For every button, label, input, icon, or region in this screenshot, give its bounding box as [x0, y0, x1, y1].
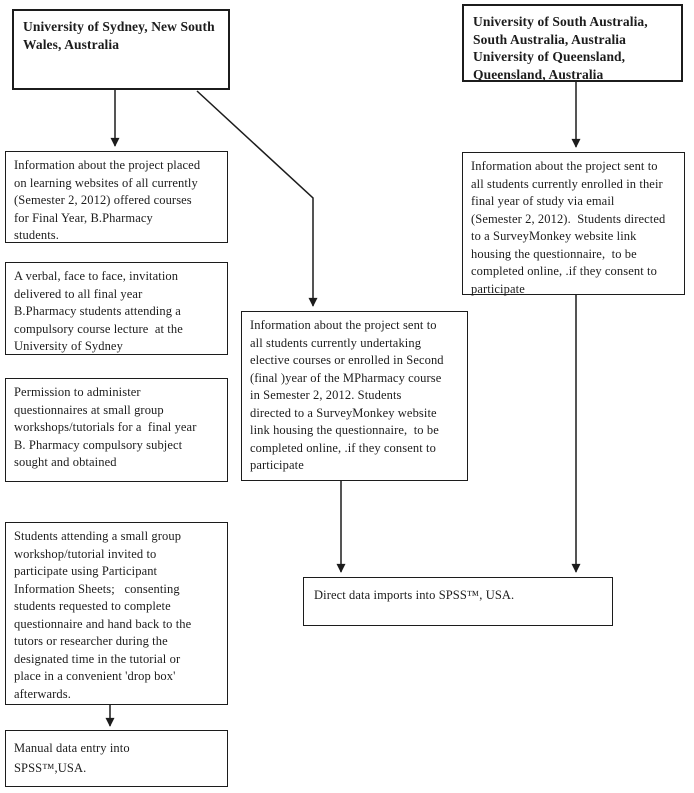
box-info-email: Information about the project sent to al…	[462, 152, 685, 296]
box-text: Information about the project sent to al…	[471, 159, 666, 296]
box-text: University of South Australia, South Aus…	[473, 14, 648, 82]
box-verbal-invitation: A verbal, face to face, invitation deliv…	[5, 262, 228, 355]
box-manual-data-entry: Manual data entry into SPSS™,USA.	[5, 730, 228, 787]
box-text: Permission to administer questionnaires …	[14, 385, 197, 469]
box-text: A verbal, face to face, invitation deliv…	[14, 269, 183, 353]
box-text: Direct data imports into SPSS™, USA.	[314, 588, 515, 602]
box-workshop-participation: Students attending a small group worksho…	[5, 522, 228, 705]
box-text: Information about the project placed on …	[14, 158, 201, 242]
box-unisa-uq: University of South Australia, South Aus…	[462, 4, 683, 82]
box-direct-data-import: Direct data imports into SPSS™, USA.	[303, 577, 613, 626]
box-info-elective-mpharmacy: Information about the project sent to al…	[241, 311, 468, 481]
box-university-of-sydney: University of Sydney, New South Wales, A…	[12, 9, 230, 90]
box-text: Students attending a small group worksho…	[14, 529, 192, 701]
box-info-learning-websites: Information about the project placed on …	[5, 151, 228, 243]
box-permission-questionnaires: Permission to administer questionnaires …	[5, 378, 228, 482]
box-text: Information about the project sent to al…	[250, 318, 444, 472]
box-text: Manual data entry into SPSS™,USA.	[14, 741, 130, 775]
box-text: University of Sydney, New South Wales, A…	[23, 19, 215, 52]
